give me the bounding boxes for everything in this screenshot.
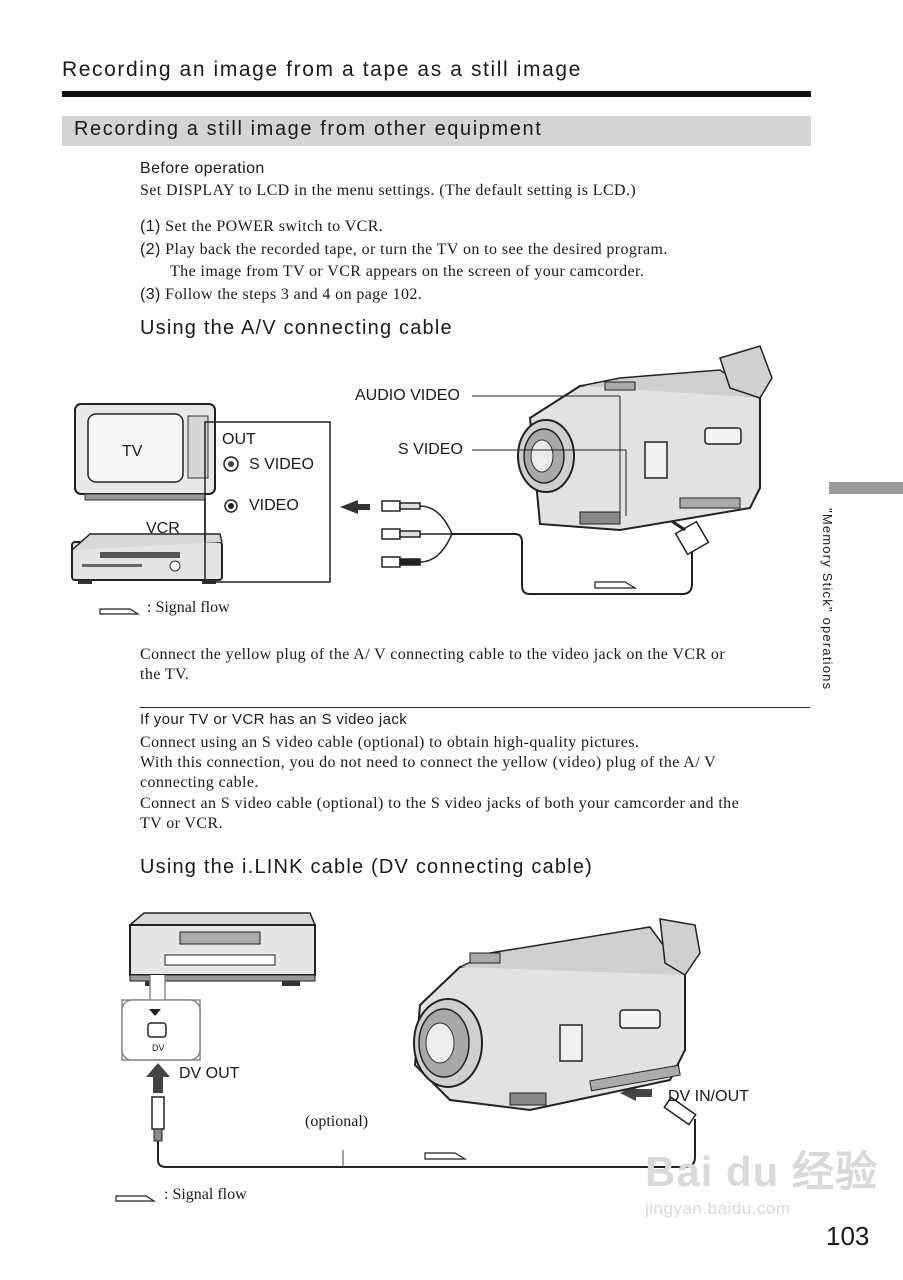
vcr-illustration bbox=[71, 533, 223, 584]
svideo-note-heading: If your TV or VCR has an S video jack bbox=[140, 711, 408, 728]
av-cable bbox=[452, 533, 693, 595]
signal-flow-arrow-icon bbox=[424, 1152, 468, 1160]
dv-in-out-label: DV IN/OUT bbox=[668, 1088, 749, 1105]
signal-flow-legend-text: : Signal flow bbox=[147, 599, 230, 616]
dv-cable bbox=[157, 1137, 696, 1168]
step-text: Follow the steps 3 and 4 on page 102. bbox=[165, 286, 423, 303]
camcorder-illustration bbox=[413, 918, 701, 1112]
svideo-note-line: connecting cable. bbox=[140, 774, 259, 791]
tv-illustration bbox=[74, 403, 216, 501]
step-2-detail: The image from TV or VCR appears on the … bbox=[170, 263, 645, 280]
step-text: Play back the recorded tape, or turn the… bbox=[165, 241, 668, 258]
signal-flow-arrow-icon bbox=[594, 581, 638, 589]
section-heading: Recording a still image from other equip… bbox=[74, 118, 543, 140]
signal-flow-legend-icon bbox=[115, 1195, 157, 1202]
svideo-note-line: TV or VCR. bbox=[140, 815, 223, 832]
s-video-out-label: S VIDEO bbox=[249, 456, 314, 473]
ilink-connection-diagram bbox=[121, 912, 701, 1168]
watermark-logo: Bai du 经验 bbox=[645, 1148, 879, 1195]
optional-label: (optional) bbox=[305, 1113, 369, 1130]
watermark-url: jingyan.baidu.com bbox=[645, 1199, 791, 1218]
step-2: (2) Play back the recorded tape, or turn… bbox=[140, 240, 668, 260]
svideo-note-line: Connect using an S video cable (optional… bbox=[140, 734, 640, 751]
av-caption-line-1: Connect the yellow plug of the A/ V conn… bbox=[140, 646, 726, 663]
step-number: (3) bbox=[140, 286, 161, 303]
s-video-camcorder-label: S VIDEO bbox=[398, 441, 463, 458]
before-operation-heading: Before operation bbox=[140, 160, 265, 177]
av-cable-heading: Using the A/V connecting cable bbox=[140, 317, 453, 339]
dv-plug-icon bbox=[151, 1096, 165, 1142]
page-number: 103 bbox=[826, 1221, 870, 1251]
av-connection-diagram bbox=[71, 345, 773, 595]
dv-jack-label: DV bbox=[152, 1043, 165, 1053]
section-divider bbox=[140, 707, 810, 708]
step-number: (2) bbox=[140, 241, 161, 258]
side-tab-marker bbox=[829, 482, 903, 494]
section-heading-bar bbox=[62, 116, 811, 146]
side-tab-label: "Memory Stick" operations bbox=[820, 508, 835, 691]
svideo-note-line: Connect an S video cable (optional) to t… bbox=[140, 795, 740, 812]
before-operation-text: Set DISPLAY to LCD in the menu settings.… bbox=[140, 182, 637, 199]
out-label: OUT bbox=[222, 431, 256, 448]
signal-flow-legend-text: : Signal flow bbox=[164, 1186, 247, 1203]
dv-out-label: DV OUT bbox=[179, 1065, 240, 1082]
left-arrow-icon bbox=[340, 500, 370, 514]
dv-plug-right-icon bbox=[663, 1096, 697, 1137]
ilink-cable-heading: Using the i.LINK cable (DV connecting ca… bbox=[140, 856, 594, 878]
step-number: (1) bbox=[140, 218, 161, 235]
title-rule bbox=[62, 91, 811, 97]
signal-flow-legend-icon bbox=[99, 608, 141, 615]
vcr-illustration bbox=[129, 912, 316, 986]
video-out-label: VIDEO bbox=[249, 497, 299, 514]
rca-plugs-icon bbox=[381, 500, 453, 568]
step-text: Set the POWER switch to VCR. bbox=[165, 218, 384, 235]
av-caption-line-2: the TV. bbox=[140, 666, 190, 683]
audio-video-label: AUDIO VIDEO bbox=[355, 387, 460, 404]
svideo-note-line: With this connection, you do not need to… bbox=[140, 754, 717, 771]
tv-label: TV bbox=[122, 443, 143, 460]
page-title: Recording an image from a tape as a stil… bbox=[62, 58, 582, 81]
watermark: Bai du 经验 jingyan.baidu.com bbox=[645, 1138, 878, 1219]
step-3: (3) Follow the steps 3 and 4 on page 102… bbox=[140, 285, 422, 305]
step-1: (1) Set the POWER switch to VCR. bbox=[140, 217, 383, 237]
vcr-label: VCR bbox=[146, 520, 180, 537]
up-arrow-icon bbox=[146, 1063, 170, 1093]
av-plug-icon bbox=[669, 518, 710, 556]
camcorder-illustration bbox=[517, 345, 773, 532]
dv-jack-icon bbox=[147, 1022, 167, 1038]
